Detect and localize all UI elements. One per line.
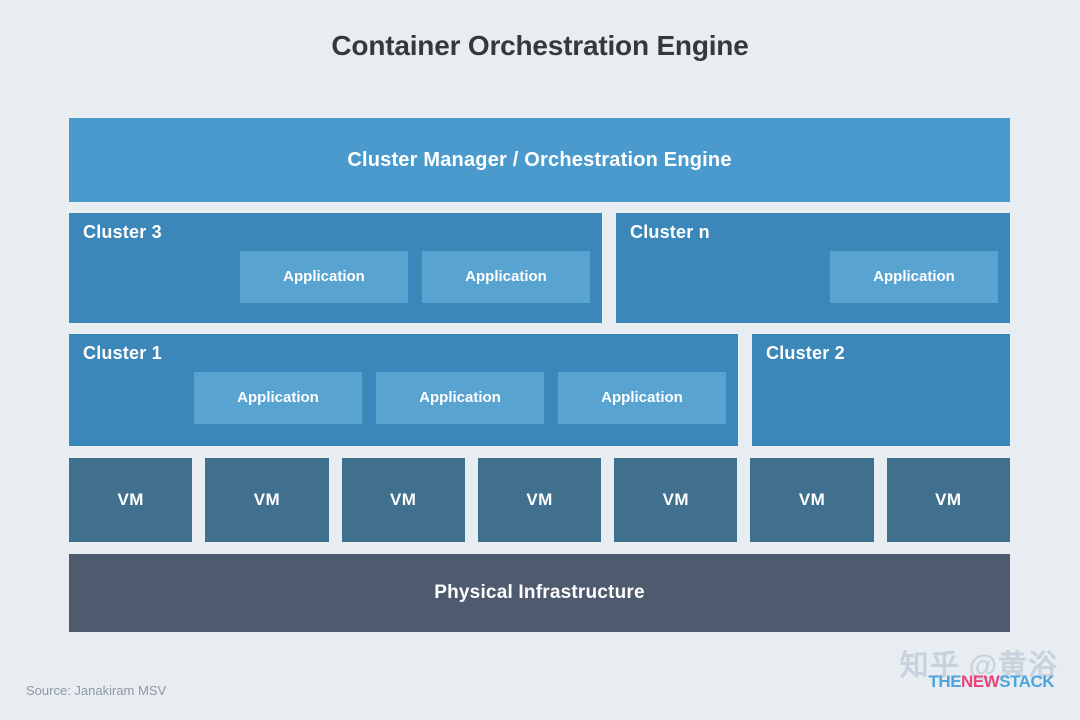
application-box: Application xyxy=(376,371,544,424)
architecture-diagram: Cluster Manager / Orchestration Engine C… xyxy=(69,118,1010,632)
vm-box: VM xyxy=(205,458,329,542)
cluster-row-lower: Cluster 1 Application Application Applic… xyxy=(69,334,1010,446)
the-new-stack-logo: THENEWSTACK xyxy=(928,672,1055,692)
cluster-block-2: Cluster 2 xyxy=(752,334,1010,446)
physical-infrastructure-label: Physical Infrastructure xyxy=(434,582,645,603)
application-box: Application xyxy=(558,371,726,424)
logo-text-the: THE xyxy=(928,672,962,691)
watermark-handle: 知乎 @黄浴 xyxy=(899,650,1058,682)
cluster-block-n: Cluster n Application xyxy=(616,213,1010,323)
logo-text-stack: STACK xyxy=(999,672,1054,691)
cluster-label-2: Cluster 2 xyxy=(766,343,845,363)
watermark: 知乎 @黄浴 THENEWSTACK xyxy=(836,642,1066,702)
application-box: Application xyxy=(240,250,408,303)
orchestrator-row: Cluster Manager / Orchestration Engine xyxy=(69,118,1010,202)
vm-box: VM xyxy=(886,458,1010,542)
orchestration-engine-label: Cluster Manager / Orchestration Engine xyxy=(347,148,732,171)
page-title: Container Orchestration Engine xyxy=(331,30,749,61)
cluster-label-n: Cluster n xyxy=(630,222,710,242)
vm-box: VM xyxy=(341,458,465,542)
cluster-label-3: Cluster 3 xyxy=(83,222,162,242)
application-group-cluster-3: Application Application xyxy=(83,250,590,303)
application-box: Application xyxy=(422,250,590,303)
application-box: Application xyxy=(194,371,362,424)
cluster-label-1: Cluster 1 xyxy=(83,343,162,363)
vm-box: VM xyxy=(477,458,602,542)
vm-box: VM xyxy=(614,458,738,542)
logo-text-new: NEW xyxy=(961,672,1000,691)
vm-box: VM xyxy=(69,458,193,542)
cluster-block-1: Cluster 1 Application Application Applic… xyxy=(69,334,738,446)
vm-row: VM VM VM VM VM VM VM xyxy=(69,458,1010,542)
cluster-row-upper: Cluster 3 Application Application Cluste… xyxy=(69,213,1010,323)
orchestration-engine-block: Cluster Manager / Orchestration Engine xyxy=(69,118,1010,202)
application-box: Application xyxy=(830,250,998,303)
vm-box: VM xyxy=(750,458,874,542)
source-attribution: Source: Janakiram MSV xyxy=(26,683,167,698)
physical-infrastructure-block: Physical Infrastructure xyxy=(69,554,1010,632)
application-group-cluster-1: Application Application Application xyxy=(83,371,726,424)
cluster-block-3: Cluster 3 Application Application xyxy=(69,213,602,323)
application-group-cluster-n: Application xyxy=(630,250,998,303)
